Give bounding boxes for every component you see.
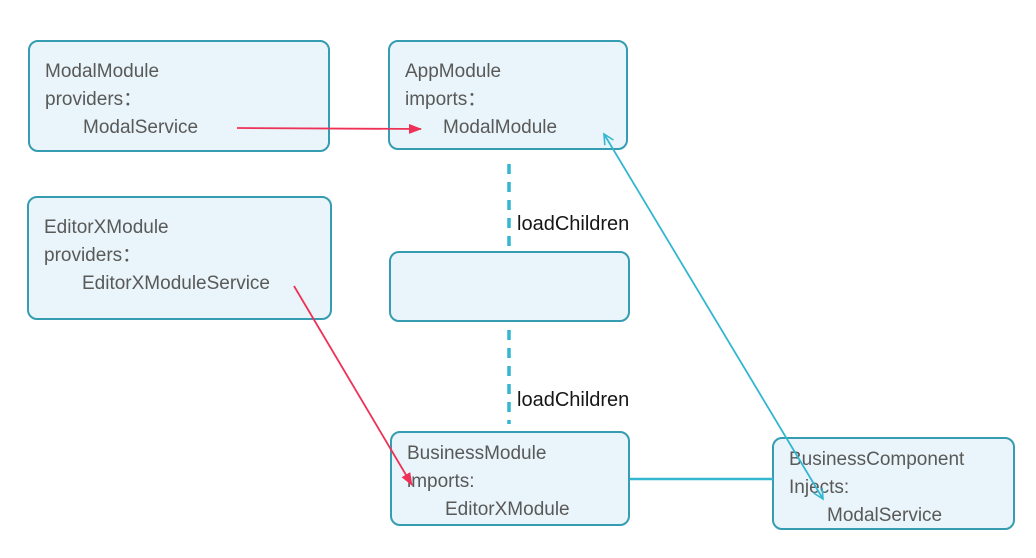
loadchildren-label-bottom: loadChildren bbox=[517, 389, 630, 411]
modal-module-box: ModalModule providers： ModalService bbox=[28, 40, 330, 152]
app-module-box: AppModule imports： ModalModule bbox=[388, 40, 628, 150]
business-component-box: BusinessComponent Injects: ModalService bbox=[772, 437, 1015, 530]
editorx-module-box: EditorXModule providers： EditorXModuleSe… bbox=[27, 196, 332, 320]
box-line: EditorXModuleService bbox=[82, 273, 270, 294]
box-line: AppModule bbox=[405, 61, 502, 82]
box-line: EditorXModule bbox=[44, 217, 169, 238]
box-line: imports: bbox=[407, 471, 475, 492]
box-line: ModalModule bbox=[45, 61, 160, 82]
box-line: Injects: bbox=[789, 477, 850, 498]
box-line: imports： bbox=[405, 89, 487, 110]
box-line: providers： bbox=[45, 89, 143, 110]
box-line: ModalModule bbox=[443, 117, 558, 138]
box-line: ModalService bbox=[827, 505, 943, 526]
box-line: EditorXModule bbox=[445, 499, 570, 520]
box-line: ModalService bbox=[83, 117, 199, 138]
box-line: BusinessComponent bbox=[789, 449, 965, 470]
box-line: BusinessModule bbox=[407, 443, 547, 464]
box-line: providers： bbox=[44, 245, 142, 266]
business-module-box: BusinessModule imports: EditorXModule bbox=[390, 431, 630, 526]
lazy-module-placeholder-box bbox=[389, 251, 630, 322]
loadchildren-label-top: loadChildren bbox=[517, 213, 630, 235]
